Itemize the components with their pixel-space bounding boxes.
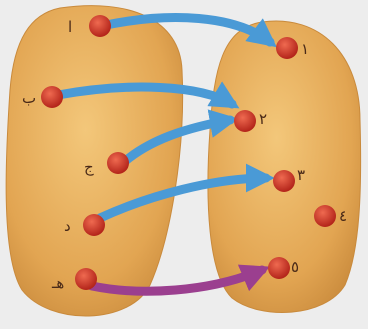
domain-dot-d [83,214,105,236]
domain-dot-a [89,15,111,37]
domain-dot-b [41,86,63,108]
codomain-label-1: ١ [301,40,309,58]
domain-dot-h [75,268,97,290]
domain-label-j: ج [84,158,94,177]
domain-label-d: د [64,217,71,235]
codomain-label-4: ٤ [339,207,347,225]
codomain-label-2: ٢ [259,110,267,128]
domain-label-a: ا [68,18,72,36]
codomain-label-5: ٥ [291,258,299,276]
codomain-dot-1 [276,37,298,59]
codomain-label-3: ٣ [297,166,305,184]
domain-dot-j [107,152,129,174]
domain-label-h: هـ [51,274,64,292]
domain-set-blob [6,6,183,316]
codomain-dot-4 [314,205,336,227]
codomain-dot-3 [273,170,295,192]
domain-label-b: ب [22,89,36,107]
codomain-dot-2 [234,110,256,132]
codomain-dot-5 [268,257,290,279]
